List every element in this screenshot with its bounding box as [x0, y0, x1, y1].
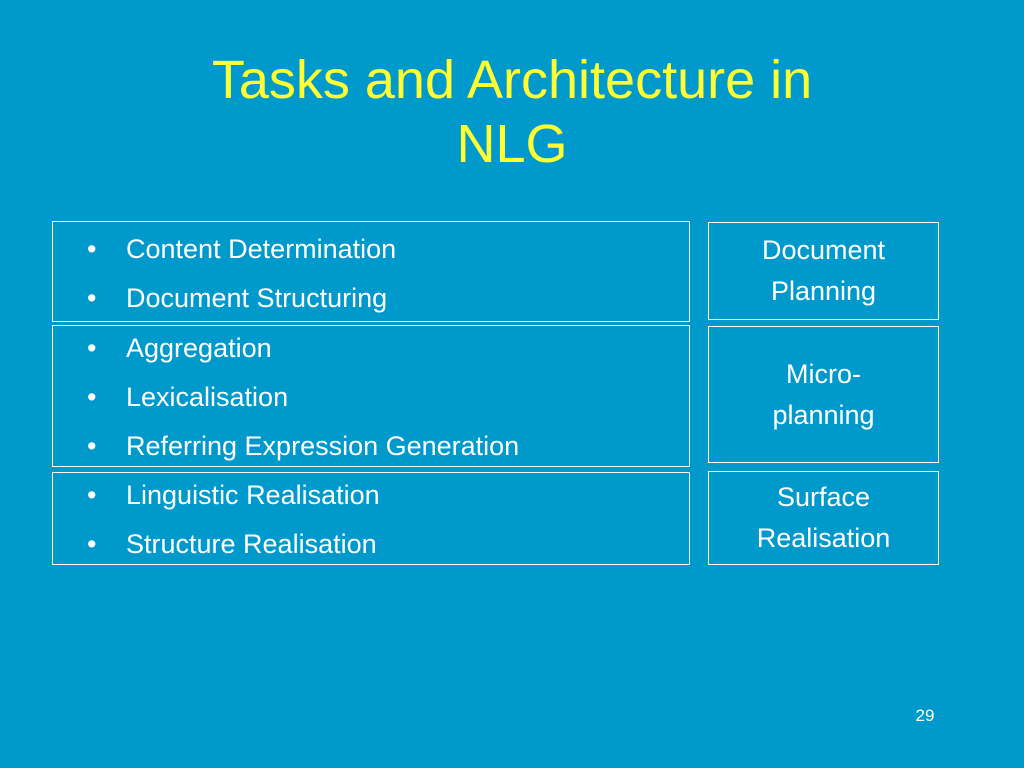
task-label: Content Determination	[126, 234, 397, 264]
surface-realisation-task-box: • Linguistic Realisation • Structure Rea…	[52, 472, 690, 565]
slide-title-line-2: NLG	[456, 114, 568, 174]
task-list: • Aggregation • Lexicalisation • Referri…	[53, 324, 689, 471]
document-planning-task-box: • Content Determination • Document Struc…	[52, 221, 690, 322]
microplanning-task-box: • Aggregation • Lexicalisation • Referri…	[52, 325, 690, 467]
stage-label-microplanning: Micro- planning	[772, 358, 875, 430]
stage-label-document-planning: Document Planning	[761, 235, 886, 306]
task-label: Lexicalisation	[126, 382, 289, 412]
page-number: 29	[915, 706, 935, 725]
task-list: • Content Determination • Document Struc…	[53, 225, 689, 323]
task-item-document-structuring: • Document Structuring	[53, 274, 689, 323]
task-label: Aggregation	[126, 333, 272, 363]
bullet-icon: •	[87, 382, 97, 412]
task-item-referring-expression-generation: • Referring Expression Generation	[53, 422, 689, 471]
task-list: • Linguistic Realisation • Structure Rea…	[53, 471, 689, 569]
task-label: Linguistic Realisation	[126, 480, 380, 510]
slide-title-line-1: Tasks and Architecture in	[211, 50, 813, 110]
task-item-linguistic-realisation: • Linguistic Realisation	[53, 471, 689, 520]
task-label: Referring Expression Generation	[126, 431, 520, 461]
task-label: Document Structuring	[126, 283, 388, 313]
bullet-icon: •	[87, 333, 97, 363]
bullet-icon: •	[87, 283, 97, 313]
bullet-icon: •	[87, 480, 97, 510]
microplanning-stage-box: Micro- planning	[708, 326, 939, 463]
task-item-aggregation: • Aggregation	[53, 324, 689, 373]
bullet-icon: •	[87, 431, 97, 461]
bullet-icon: •	[87, 529, 97, 559]
document-planning-stage-box: Document Planning	[708, 222, 939, 320]
task-item-structure-realisation: • Structure Realisation	[53, 520, 689, 569]
task-item-content-determination: • Content Determination	[53, 225, 689, 274]
slide-title: Tasks and Architecture in NLG	[0, 48, 1024, 176]
task-label: Structure Realisation	[126, 529, 377, 559]
surface-realisation-stage-box: Surface Realisation	[708, 471, 939, 565]
task-item-lexicalisation: • Lexicalisation	[53, 373, 689, 422]
bullet-icon: •	[87, 234, 97, 264]
stage-label-surface-realisation: Surface Realisation	[756, 482, 891, 553]
